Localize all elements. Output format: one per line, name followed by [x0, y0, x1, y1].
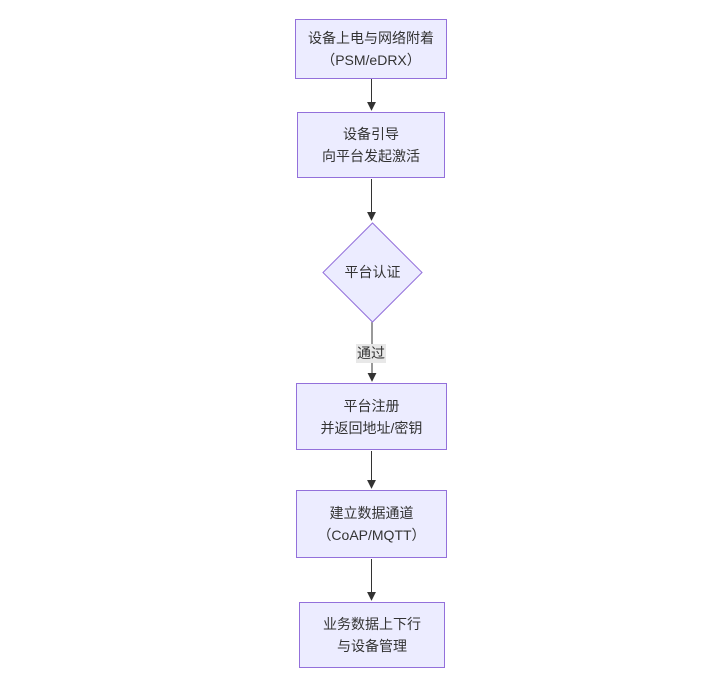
- node-line: 业务数据上下行: [323, 616, 421, 632]
- node-line: （PSM/eDRX）: [321, 52, 421, 68]
- node-data-channel: 建立数据通道 （CoAP/MQTT）: [296, 490, 447, 558]
- node-power-attach: 设备上电与网络附着 （PSM/eDRX）: [295, 19, 447, 79]
- node-line: 设备上电与网络附着: [308, 30, 434, 46]
- node-line: （CoAP/MQTT）: [317, 527, 426, 543]
- node-line: 平台注册: [343, 397, 400, 414]
- node-line: 与设备管理: [337, 638, 407, 654]
- edge-label-pass: 通过: [356, 344, 386, 363]
- node-platform-auth-label: 平台认证: [344, 264, 401, 280]
- node-line: 建立数据通道: [329, 505, 414, 521]
- node-bootstrap: 设备引导 向平台发起激活: [297, 112, 445, 178]
- node-business-data: 业务数据上下行 与设备管理: [299, 602, 445, 668]
- node-platform-register: 平台注册 并返回地址/密钥: [296, 383, 447, 450]
- node-line: 设备引导: [343, 126, 399, 142]
- node-line: 向平台发起激活: [322, 148, 420, 164]
- node-line: 并返回地址/密钥: [320, 419, 423, 436]
